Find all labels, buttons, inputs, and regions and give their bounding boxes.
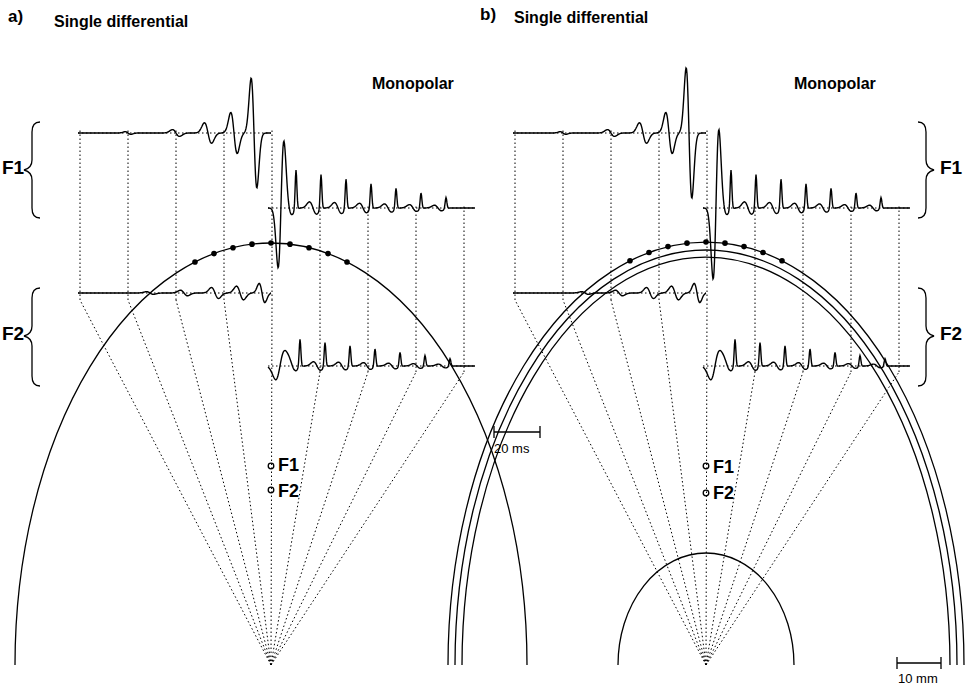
electrode-dot — [627, 258, 633, 264]
projection-line — [515, 300, 706, 665]
electrode-dot — [192, 259, 198, 265]
projection-line — [271, 372, 368, 665]
projection-line — [659, 300, 706, 665]
fiber-f1-a — [268, 463, 274, 469]
electrode-dot — [325, 251, 331, 257]
emg-trace — [703, 130, 910, 279]
panel-heading: Monopolar — [372, 76, 454, 92]
baseline — [78, 133, 475, 366]
projection-line — [464, 204, 465, 372]
time-scale-bar — [494, 426, 540, 438]
projection-line — [803, 204, 804, 372]
electrode-dot — [249, 241, 255, 247]
fiber-name: F1 — [278, 456, 299, 474]
projection-line — [899, 204, 900, 372]
electrode-dot — [306, 245, 312, 251]
projection-line — [272, 128, 273, 300]
emg-trace — [78, 283, 271, 302]
bracket-f2-b — [918, 288, 934, 386]
projection-line — [368, 204, 369, 372]
electrode-dot — [344, 259, 350, 265]
volume-conductor-a — [15, 243, 527, 665]
fat-layer — [455, 250, 957, 665]
fiber-name: F1 — [940, 158, 962, 177]
projection-line — [271, 372, 464, 665]
fiber-f2-b — [703, 490, 709, 496]
electrode-dot — [211, 251, 217, 257]
projection-line — [706, 372, 803, 665]
projection-line — [176, 300, 271, 665]
projection-line — [80, 300, 271, 665]
skin-layer — [448, 242, 964, 665]
bracket-f1-a — [24, 122, 40, 218]
electrode-dot — [722, 240, 728, 246]
electrode-dot — [760, 250, 766, 256]
electrode-dot — [268, 240, 274, 246]
projection-line — [176, 128, 177, 300]
emg-trace — [268, 339, 475, 379]
fiber-name: F2 — [713, 484, 734, 502]
projection-line — [755, 204, 756, 372]
projection-line — [515, 128, 516, 300]
length-scale-bar — [897, 657, 941, 669]
projection-line — [80, 128, 81, 300]
projection-line — [563, 128, 564, 300]
electrode-dot — [287, 241, 293, 247]
bracket-f2-a — [24, 288, 40, 386]
projection-line — [128, 300, 271, 665]
electrode-dot — [230, 245, 236, 251]
fiber-f1-b — [703, 463, 709, 469]
emg-trace — [78, 78, 271, 187]
electrode-dot — [779, 258, 785, 264]
projection-line — [706, 372, 755, 665]
projection-line — [271, 372, 320, 665]
scale-label: 20 ms — [494, 442, 529, 455]
panel-heading: Single differential — [514, 10, 648, 26]
projection-line — [271, 372, 416, 665]
fiber-name: F2 — [940, 324, 962, 343]
electrode-dot — [684, 240, 690, 246]
electrode-dot — [703, 239, 709, 245]
panel-heading: Monopolar — [794, 76, 876, 92]
projection-line — [128, 128, 129, 300]
electrode-dot — [646, 250, 652, 256]
fiber-name: F1 — [2, 158, 24, 177]
projection-line — [706, 300, 707, 665]
projection-line — [224, 128, 225, 300]
projection-line — [611, 300, 706, 665]
electrode-dot — [741, 244, 747, 250]
scale-label: 10 mm — [898, 672, 938, 685]
panel-letter: a) — [8, 8, 23, 25]
projection-line — [851, 204, 852, 372]
projection-line — [706, 372, 851, 665]
projection-line — [271, 300, 272, 665]
emg-trace — [513, 68, 706, 198]
fiber-name: F2 — [2, 324, 24, 343]
panel-heading: Single differential — [54, 14, 188, 30]
bracket-f1-b — [918, 122, 934, 218]
panel-letter: b) — [480, 6, 496, 23]
projection-line — [611, 128, 612, 300]
projection-line — [563, 300, 706, 665]
fiber-name: F2 — [278, 482, 299, 500]
fiber-name: F1 — [713, 458, 734, 476]
projection-line — [320, 204, 321, 372]
projection-line — [416, 204, 417, 372]
projection-line — [659, 128, 660, 300]
projection-line — [224, 300, 271, 665]
emg-trace — [513, 283, 706, 302]
muscle-layer — [462, 257, 950, 665]
emg-trace — [268, 141, 475, 268]
projection-line — [706, 372, 899, 665]
emg-trace — [703, 339, 910, 379]
electrode-dot — [665, 244, 671, 250]
